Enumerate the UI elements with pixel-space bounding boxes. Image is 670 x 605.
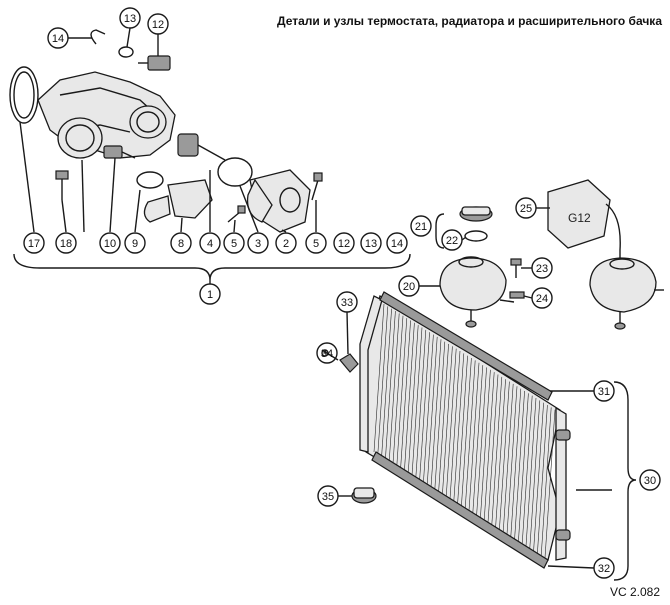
callout-14-row: 14 <box>391 238 403 250</box>
radiator-group: 31 32 30 33 34 35 <box>316 291 661 581</box>
callout-10: 10 <box>104 238 116 250</box>
callout-12-row: 12 <box>338 238 350 250</box>
callout-5-left: 5 <box>231 238 237 250</box>
o-ring-17-drawing <box>9 66 39 124</box>
callout-9: 9 <box>132 238 138 250</box>
callout-23: 23 <box>536 263 548 275</box>
callout-1: 1 <box>207 289 213 301</box>
callout-14: 14 <box>52 33 64 45</box>
svg-text:G12: G12 <box>568 211 591 225</box>
callout-30: 30 <box>644 475 656 487</box>
thermostat-drawing <box>177 133 199 157</box>
expansion-tank-drawing <box>439 257 507 311</box>
callout-22: 22 <box>446 235 458 247</box>
expansion-tank-group: 21 22 20 23 24 G12 <box>398 179 664 330</box>
callout-8: 8 <box>178 238 184 250</box>
o-ring-3-drawing <box>217 157 253 187</box>
callout-2: 2 <box>283 238 289 250</box>
thermostat-callouts: 17 18 10 9 8 4 5 3 2 5 12 13 14 <box>13 232 411 305</box>
hose-connection-drawing <box>167 179 213 219</box>
callout-34: 34 <box>321 348 333 360</box>
callout-18: 18 <box>60 238 72 250</box>
callout-35: 35 <box>322 491 334 503</box>
callout-3: 3 <box>255 238 261 250</box>
callout-17: 17 <box>28 238 40 250</box>
callout-12: 12 <box>152 19 164 31</box>
radiator-mount-drawing <box>339 353 359 373</box>
callout-32: 32 <box>598 563 610 575</box>
callout-24: 24 <box>536 293 548 305</box>
callout-13-row: 13 <box>365 238 377 250</box>
callout-21: 21 <box>415 221 427 233</box>
sender-drawing <box>103 145 123 159</box>
callout-4: 4 <box>207 238 213 250</box>
temperature-sensor-drawing <box>147 55 171 71</box>
callout-31: 31 <box>598 386 610 398</box>
callout-13: 13 <box>124 13 136 25</box>
callout-33: 33 <box>341 297 353 309</box>
top-callouts: 12 13 14 <box>47 7 169 56</box>
diagram-title: Детали и узлы термостата, радиатора и ра… <box>277 14 662 28</box>
callout-5-right: 5 <box>313 238 319 250</box>
callout-25: 25 <box>520 203 532 215</box>
figure-reference: VC 2.082 <box>609 585 660 599</box>
o-ring-9-drawing <box>136 171 164 189</box>
retaining-clip-drawing <box>90 29 106 45</box>
expansion-tank-filling-drawing <box>589 257 657 313</box>
coolant-bottle-drawing <box>547 179 611 249</box>
callout-20: 20 <box>403 281 415 293</box>
bottom-seal-drawing <box>371 451 549 569</box>
thermostat-assembly <box>9 29 323 233</box>
top-seal-drawing <box>379 291 553 401</box>
